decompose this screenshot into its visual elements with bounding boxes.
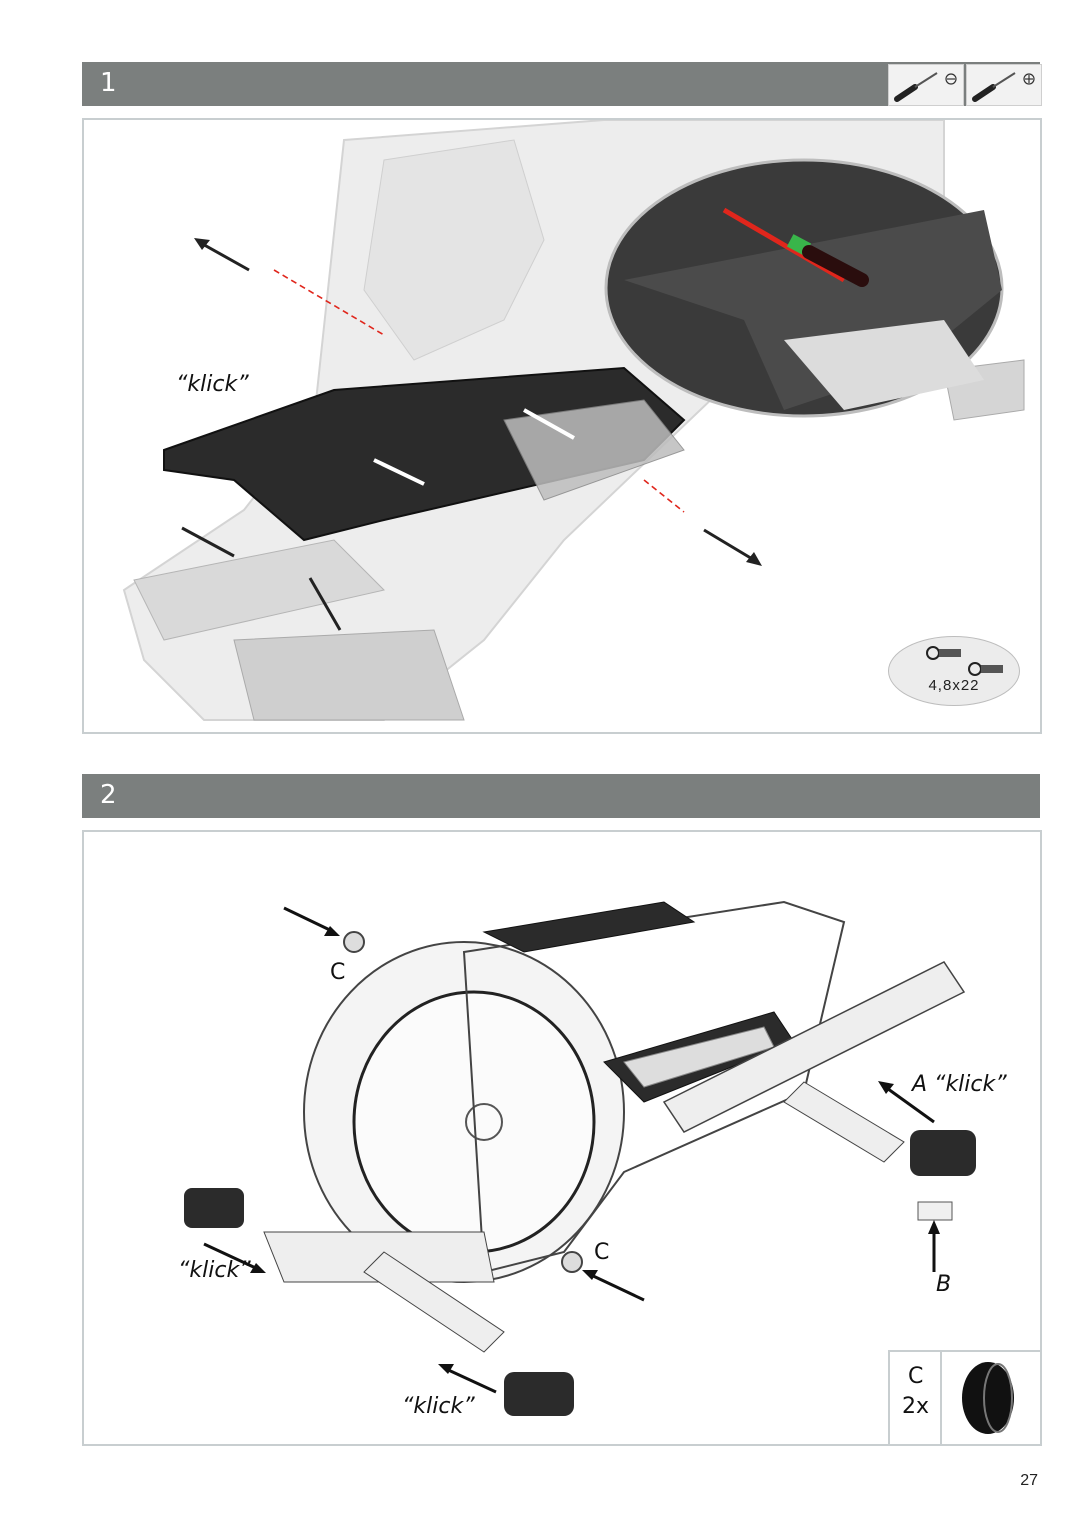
- elliptical-trainer-illustration: [184, 900, 976, 1416]
- step-2-illustration-panel: C C A “klick” B “klick” “klick” C 2x: [82, 830, 1042, 1446]
- end-cap-icon: [962, 1362, 1014, 1434]
- step-header-1: 1: [82, 62, 1042, 106]
- klick-label-bottom: “klick”: [402, 1394, 475, 1419]
- step-1-illustration-panel: “klick” 4,8x22: [82, 118, 1042, 734]
- part-a-klick-label: A “klick”: [912, 1072, 1007, 1097]
- page-number: 27: [1020, 1472, 1038, 1489]
- screwdriver-flat-icon: [894, 72, 957, 102]
- legend-quantity: 2x: [902, 1394, 930, 1419]
- part-c-label-top: C: [330, 960, 346, 985]
- legend-divider: [940, 1352, 942, 1444]
- tool-phillips-screwdriver: [966, 64, 1042, 106]
- part-c-label-bottom: C: [594, 1240, 610, 1265]
- screw-size-label: 4,8x22: [928, 677, 980, 694]
- legend-letter: C: [908, 1364, 924, 1389]
- elliptical-pedal-assembly-illustration: [122, 120, 1025, 721]
- step-header-2: 2: [82, 774, 1040, 818]
- tool-flat-screwdriver: [888, 64, 964, 106]
- klick-label: “klick”: [176, 372, 249, 397]
- screw-icon: [926, 646, 1003, 676]
- part-b-label: B: [936, 1272, 952, 1297]
- screwdriver-phillips-icon: [972, 72, 1035, 102]
- klick-label-left: “klick”: [178, 1258, 251, 1283]
- parts-legend-c: C 2x: [888, 1350, 1040, 1444]
- step-number: 2: [100, 780, 117, 810]
- step-number: 1: [100, 68, 117, 98]
- screw-spec-badge: 4,8x22: [888, 636, 1020, 706]
